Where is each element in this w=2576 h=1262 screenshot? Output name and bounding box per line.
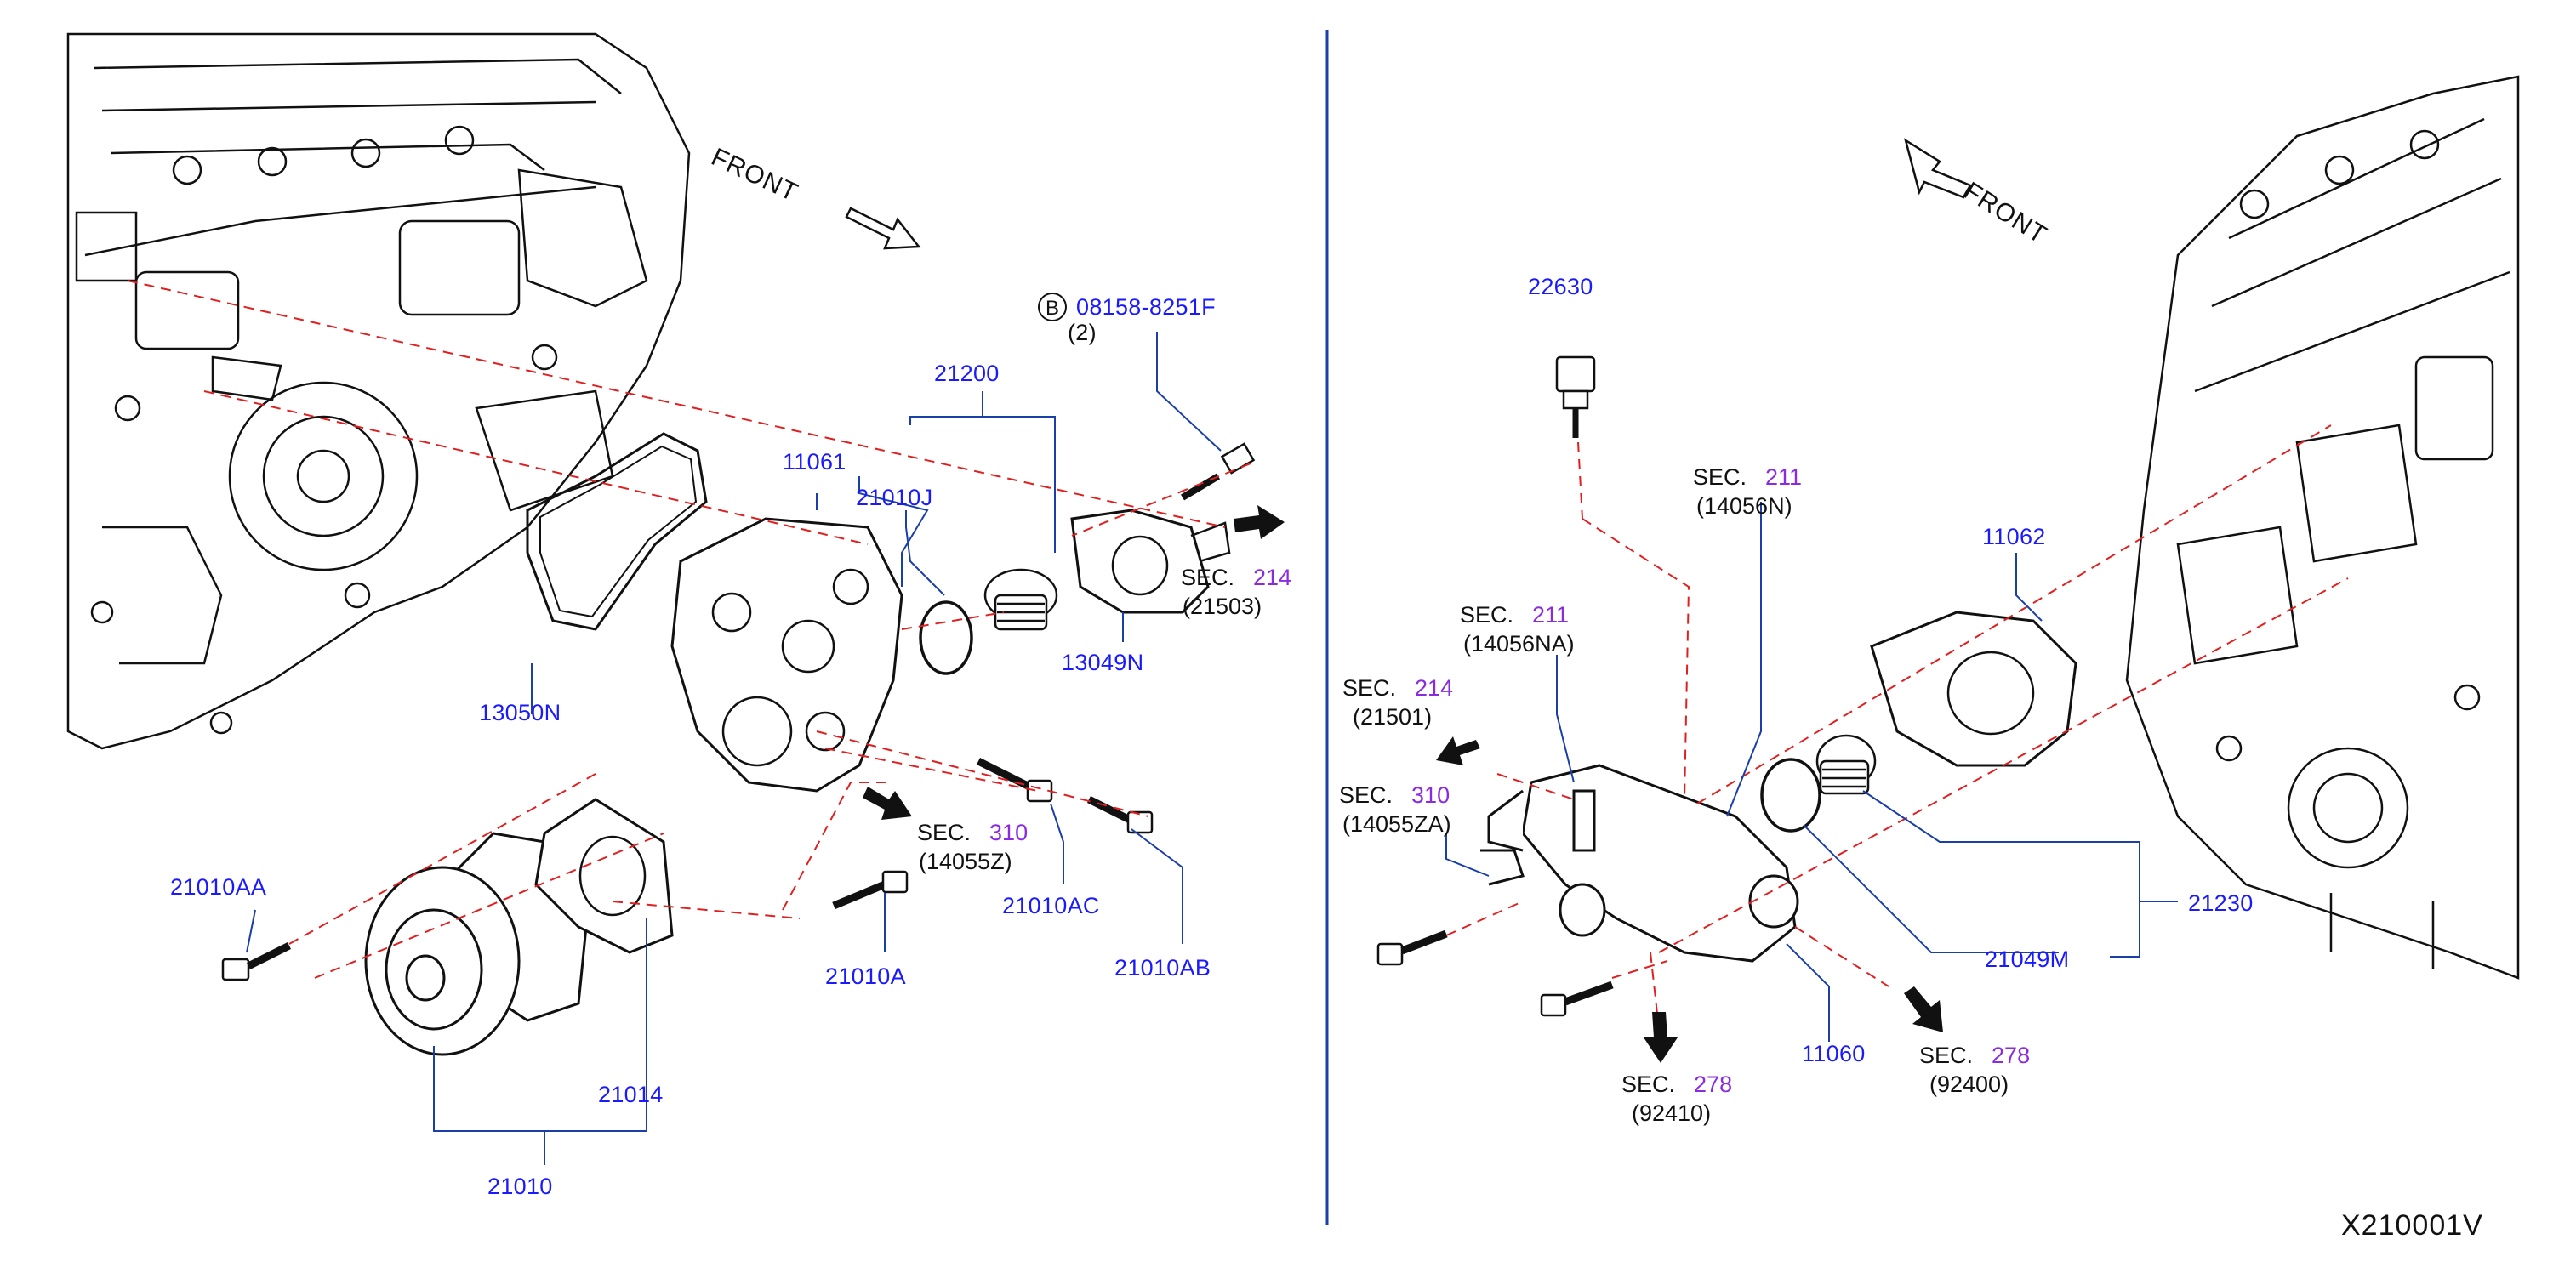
part-21200[interactable]: 21200 <box>934 361 1000 386</box>
sec-number: 211 <box>1532 602 1570 628</box>
part-22630[interactable]: 22630 <box>1528 274 1593 299</box>
bolt-21010AA-shape <box>221 941 292 981</box>
sensor-22630-shape <box>1555 355 1596 438</box>
sec-310-14055Z[interactable]: SEC. 310 (14055Z) <box>917 818 1028 876</box>
part-21010AA[interactable]: 21010AA <box>170 874 267 900</box>
arrow-sec278-92410 <box>1644 1012 1678 1063</box>
part-08158-quantity: (2) <box>1068 320 1097 345</box>
water-pump-21010-shape <box>364 832 589 1056</box>
sec-subref: (14056N) <box>1696 493 1792 519</box>
sec-number: 214 <box>1253 565 1292 590</box>
left-dash-lines <box>127 280 1251 979</box>
bolt-right-2-shape <box>1540 981 1614 1017</box>
cover-13049N-shape <box>1070 509 1210 614</box>
part-21010AB[interactable]: 21010AB <box>1114 955 1211 981</box>
part-21230[interactable]: 21230 <box>2188 890 2254 916</box>
arrow-sec310-14055Z <box>863 787 912 820</box>
part-21010AC[interactable]: 21010AC <box>1002 893 1100 918</box>
part-21010J[interactable]: 21010J <box>856 485 933 510</box>
thermostat-21200-shape <box>983 568 1058 631</box>
sec-word: SEC. <box>1460 602 1514 628</box>
sec-278-92400[interactable]: SEC. 278 (92400) <box>1919 1041 2030 1099</box>
part-21010A[interactable]: 21010A <box>825 964 906 989</box>
part-13050N[interactable]: 13050N <box>479 700 561 725</box>
sec-word: SEC. <box>1919 1043 1974 1068</box>
sec-number: 278 <box>1694 1072 1733 1097</box>
left-engine-block <box>66 32 691 750</box>
sec-word: SEC. <box>1339 782 1393 808</box>
part-11060[interactable]: 11060 <box>1802 1041 1866 1066</box>
sec-word: SEC. <box>1342 675 1397 701</box>
sec-211-14056N[interactable]: SEC. 211 (14056N) <box>1693 463 1802 520</box>
sec-subref: (14055Z) <box>919 849 1012 874</box>
sec-subref: (92400) <box>1929 1072 2009 1097</box>
sec-278-92410[interactable]: SEC. 278 (92410) <box>1621 1070 1732 1128</box>
part-08158-8251F[interactable]: 08158-8251F <box>1076 294 1216 320</box>
part-13049N[interactable]: 13049N <box>1062 650 1144 675</box>
bolt-right-1-shape <box>1376 929 1448 966</box>
arrow-sec278-92400 <box>1904 986 1943 1032</box>
gasket-11062-shape <box>1870 611 2077 767</box>
o-ring-21049M-shape <box>1760 758 1821 833</box>
arrow-sec214-21501 <box>1436 736 1480 765</box>
right-dash-lines <box>1445 424 2349 1030</box>
sec-number: 211 <box>1765 464 1803 490</box>
o-ring-21010J-shape <box>919 600 973 675</box>
front-arrow-right <box>1903 138 1972 199</box>
sec-subref: (92410) <box>1632 1100 1712 1126</box>
sec-211-14056NA[interactable]: SEC. 211 (14056NA) <box>1460 600 1575 658</box>
sec-number: 278 <box>1992 1043 2031 1068</box>
sec-word: SEC. <box>1693 464 1747 490</box>
gasket-13050N-shape <box>526 432 708 631</box>
sec-214-21503[interactable]: SEC. 214 (21503) <box>1181 563 1291 621</box>
right-leader-lines <box>1445 502 2178 1042</box>
bolt-badge-b: B <box>1038 293 1067 321</box>
sec-subref: (21503) <box>1183 594 1262 619</box>
left-leader-lines <box>246 332 1222 1165</box>
bolt-08158-shape <box>1180 442 1256 501</box>
housing-11061-shape <box>670 517 903 793</box>
part-11062[interactable]: 11062 <box>1982 524 2046 549</box>
diagram-code: X210001V <box>2341 1209 2483 1242</box>
sec-subref: (14055ZA) <box>1342 811 1451 837</box>
sec-subref: (14056NA) <box>1463 631 1575 657</box>
sec-subref: (21501) <box>1353 704 1433 730</box>
bolt-21010AB-shape <box>1086 795 1154 834</box>
part-21049M[interactable]: 21049M <box>1985 946 2070 972</box>
bolt-21010AC-shape <box>976 757 1053 803</box>
sec-214-21501[interactable]: SEC. 214 (21501) <box>1342 674 1453 731</box>
part-11061[interactable]: 11061 <box>783 449 846 475</box>
part-21010[interactable]: 21010 <box>487 1174 553 1199</box>
right-engine-block <box>2125 75 2520 980</box>
sec-word: SEC. <box>917 820 972 845</box>
sec-number: 214 <box>1415 675 1454 701</box>
front-arrow-left <box>845 207 921 250</box>
sec-word: SEC. <box>1621 1072 1676 1097</box>
sec-number: 310 <box>989 820 1029 845</box>
sec-word: SEC. <box>1181 565 1235 590</box>
sec-number: 310 <box>1411 782 1450 808</box>
thermostat-21230-shape <box>1815 734 1877 795</box>
part-21014[interactable]: 21014 <box>598 1082 664 1107</box>
sec-310-14055ZA[interactable]: SEC. 310 (14055ZA) <box>1339 781 1451 838</box>
arrow-sec214-21503 <box>1234 505 1285 539</box>
gasket-21014-shape <box>534 798 674 954</box>
bolt-21010A-shape <box>832 870 909 910</box>
housing-11060-shape <box>1480 764 1799 963</box>
